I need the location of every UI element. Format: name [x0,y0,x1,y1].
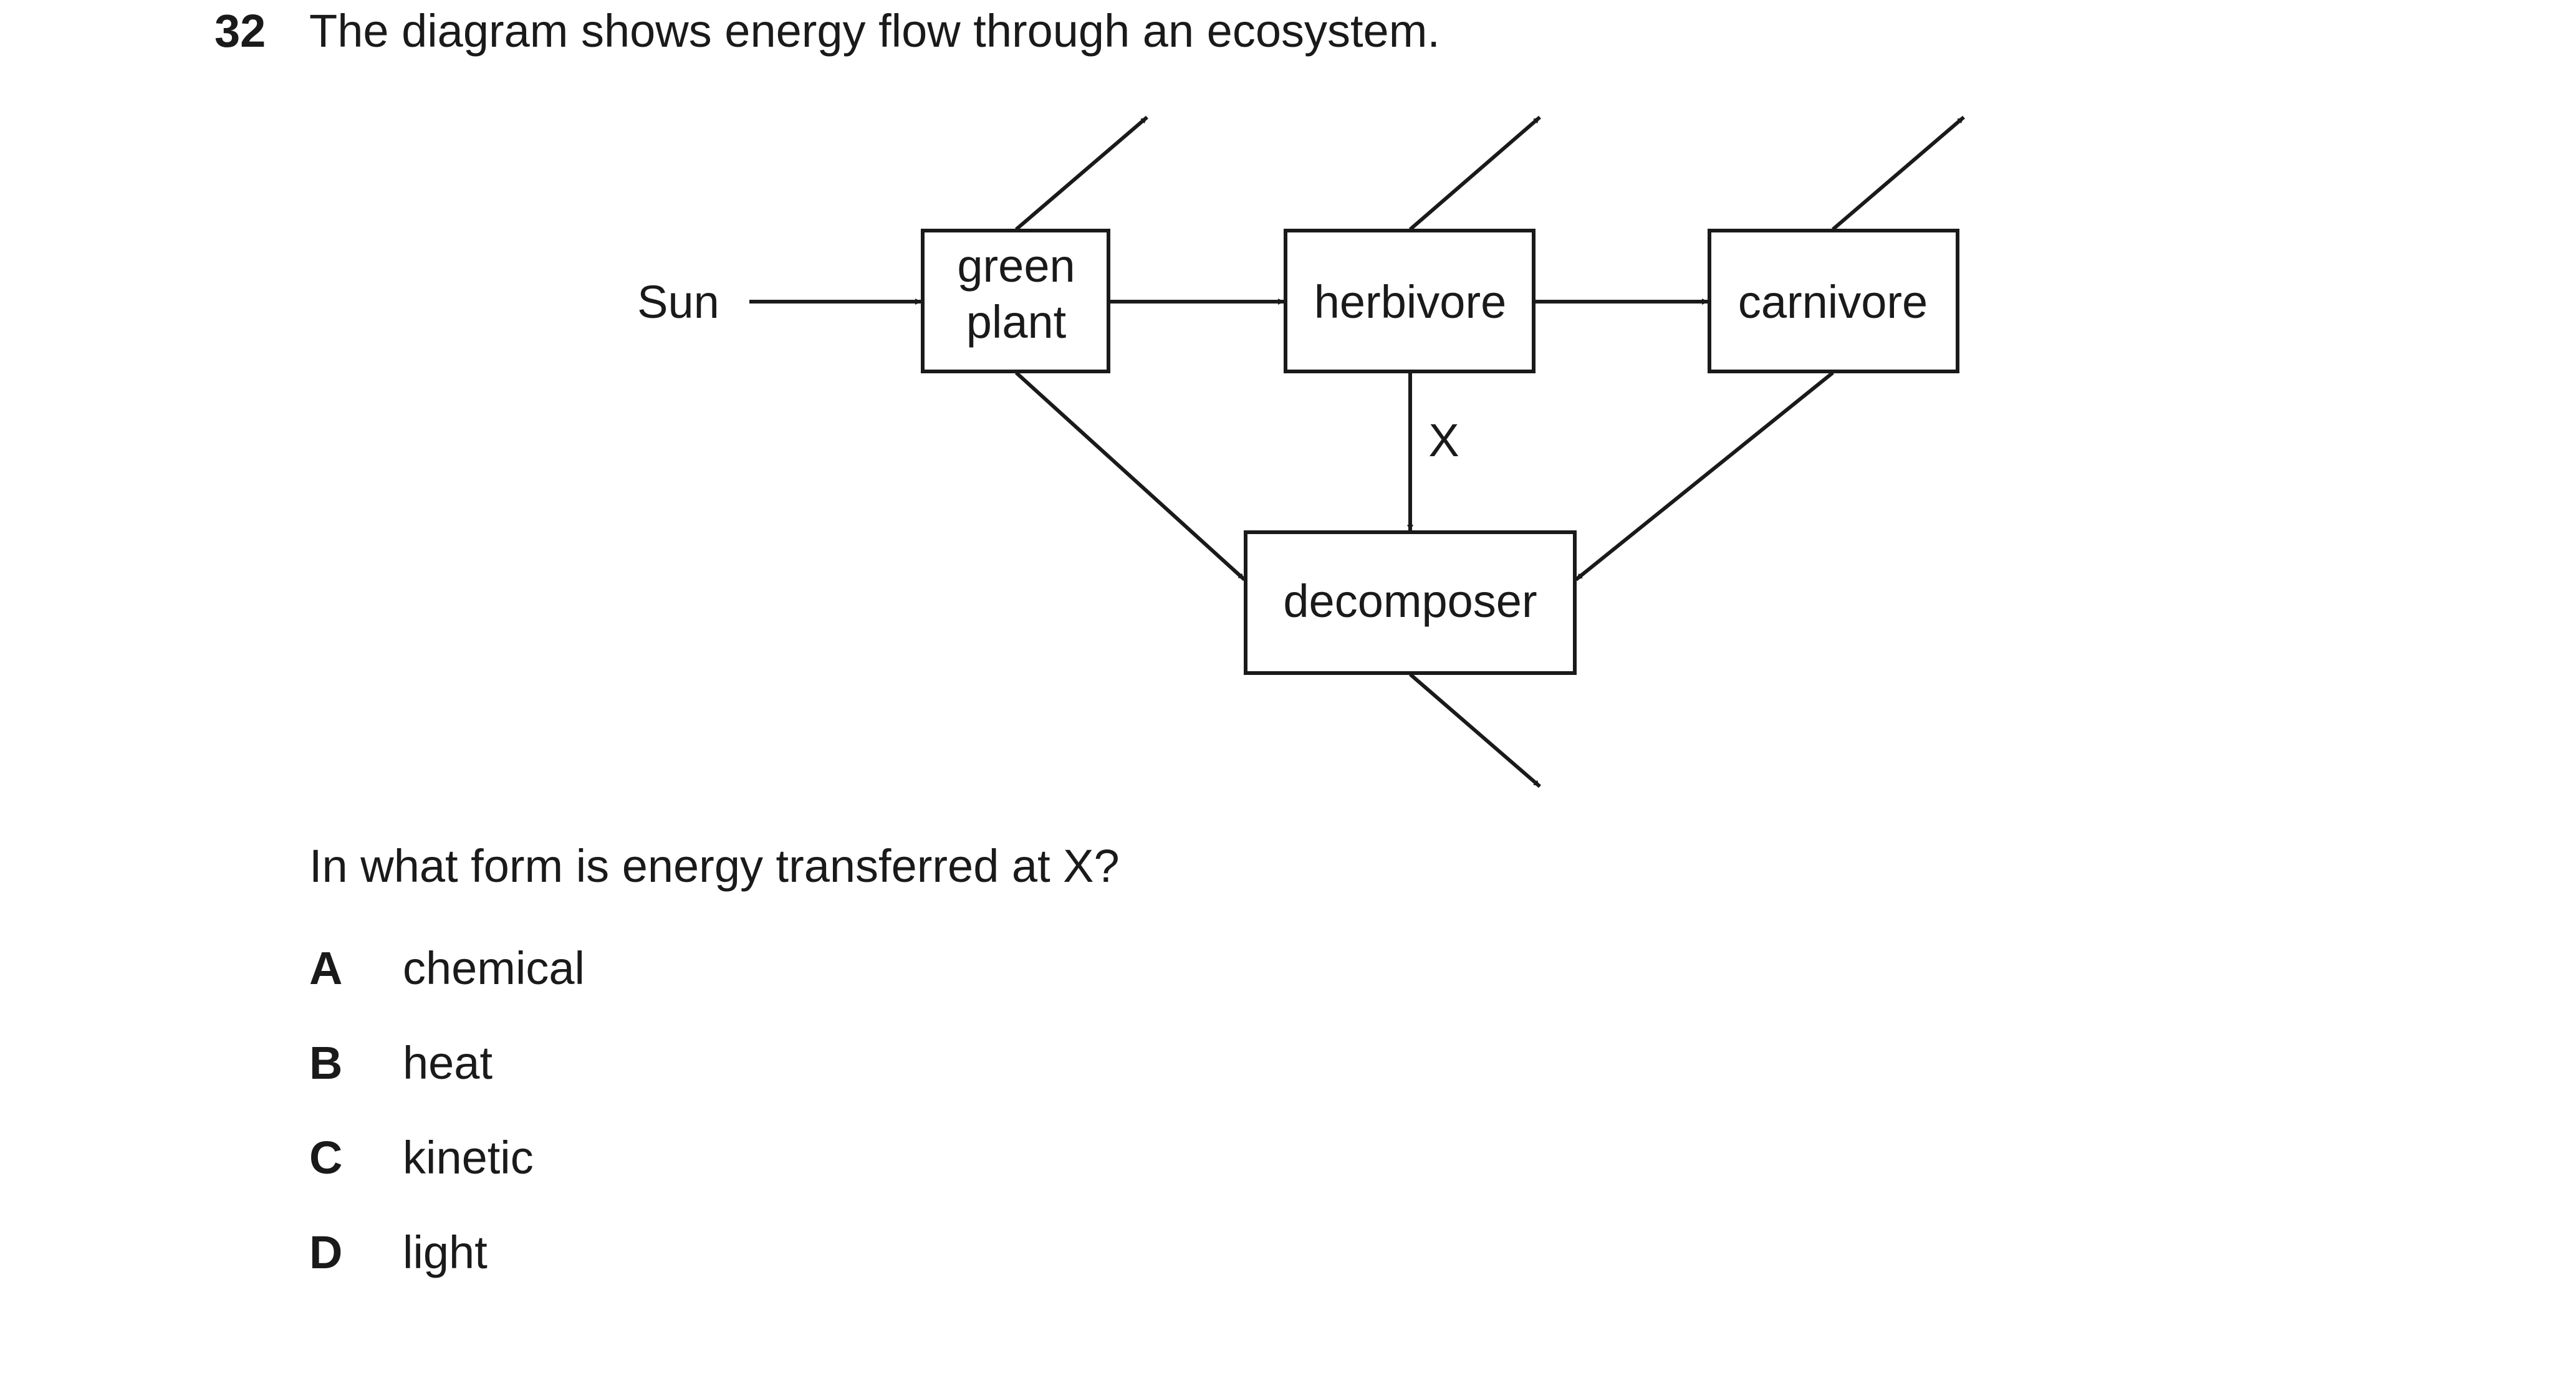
option-letter: A [309,942,343,994]
arrow-plant-to-decomposer [1014,371,1246,581]
carnivore-label: carnivore [1738,276,1928,328]
green-plant-label-line2: plant [966,296,1067,348]
question-stem: The diagram shows energy flow through an… [309,5,1440,57]
arrow-decomposer-loss [1409,672,1541,788]
decomposer-label: decomposer [1283,575,1537,627]
option-text: kinetic [403,1132,534,1183]
option-letter: D [309,1226,343,1278]
arrow-carnivore-loss [1832,115,1965,231]
decomposer-box [1244,530,1577,675]
option-text: heat [403,1037,493,1089]
herbivore-label: herbivore [1314,276,1507,328]
herbivore-box [1284,229,1536,373]
arrow-carnivore-to-decomposer [1575,371,1834,581]
transfer-x-label: X [1428,414,1459,466]
carnivore-box [1708,229,1959,373]
arrow-herbivore-loss [1409,115,1541,231]
option-text: light [403,1226,488,1278]
sun-label: Sun [637,276,719,328]
question-prompt: In what form is energy transferred at X? [309,840,1120,892]
energy-flow-diagram: .ln { stroke: #1a1a1a; stroke-width: 6; … [637,115,1965,788]
green-plant-box [921,229,1110,373]
option-letter: C [309,1132,343,1183]
option-text: chemical [403,942,585,994]
option-letter: B [309,1037,343,1089]
green-plant-label-line1: green [957,240,1075,292]
arrow-plant-loss [1015,115,1148,231]
question-number: 32 [214,5,266,57]
